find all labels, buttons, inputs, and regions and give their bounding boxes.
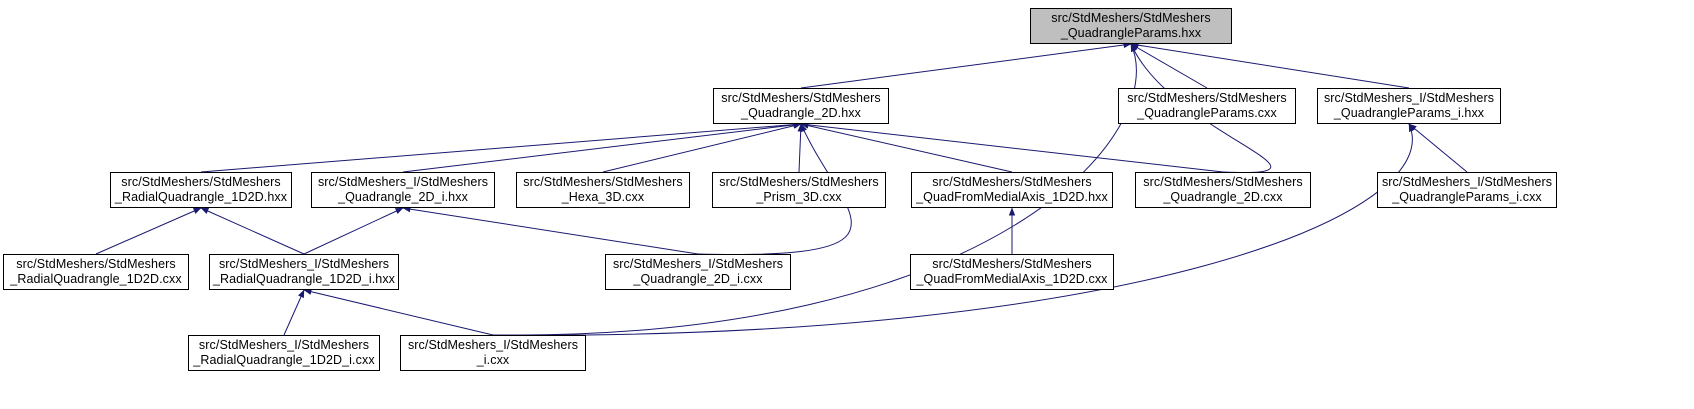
graph-edge: [303, 207, 404, 255]
graph-edge: [402, 205, 699, 255]
graph-edge: [95, 207, 202, 255]
graph-node[interactable]: src/StdMeshers_I/StdMeshers _QuadrangleP…: [1317, 88, 1501, 124]
graph-node[interactable]: src/StdMeshers/StdMeshers _QuadFromMedia…: [911, 172, 1113, 208]
graph-edge: [1130, 43, 1208, 89]
graph-edge: [1408, 123, 1468, 173]
graph-edge: [402, 121, 802, 173]
graph-node[interactable]: src/StdMeshers_I/StdMeshers _QuadrangleP…: [1377, 172, 1557, 208]
graph-node[interactable]: src/StdMeshers/StdMeshers _Quadrangle_2D…: [1135, 172, 1311, 208]
graph-node[interactable]: src/StdMeshers_I/StdMeshers _RadialQuadr…: [209, 254, 399, 290]
graph-edge: [1130, 42, 1410, 89]
graph-node[interactable]: src/StdMeshers_I/StdMeshers _Quadrangle_…: [311, 172, 495, 208]
graph-edge: [800, 122, 1013, 173]
graph-node[interactable]: src/StdMeshers_I/StdMeshers _RadialQuadr…: [188, 335, 380, 371]
graph-node[interactable]: src/StdMeshers/StdMeshers _Hexa_3D.cxx: [516, 172, 690, 208]
graph-edge: [283, 289, 305, 336]
graph-edge: [492, 123, 1415, 336]
graph-node[interactable]: src/StdMeshers/StdMeshers _QuadFromMedia…: [910, 254, 1114, 290]
graph-edge: [303, 288, 494, 336]
graph-node[interactable]: src/StdMeshers/StdMeshers _RadialQuadran…: [3, 254, 189, 290]
graph-edge: [800, 121, 1224, 173]
graph-edge: [697, 123, 852, 256]
graph-node[interactable]: src/StdMeshers_I/StdMeshers _Quadrangle_…: [605, 254, 791, 290]
graph-node[interactable]: src/StdMeshers/StdMeshers _QuadranglePar…: [1030, 8, 1232, 44]
graph-node[interactable]: src/StdMeshers/StdMeshers _Prism_3D.cxx: [712, 172, 886, 208]
graph-node[interactable]: src/StdMeshers_I/StdMeshers _i.cxx: [400, 335, 586, 371]
graph-edge: [200, 207, 305, 255]
graph-node[interactable]: src/StdMeshers/StdMeshers _QuadranglePar…: [1118, 88, 1296, 124]
graph-edge: [800, 41, 1132, 89]
graph-node[interactable]: src/StdMeshers/StdMeshers _Quadrangle_2D…: [713, 88, 889, 124]
graph-node[interactable]: src/StdMeshers/StdMeshers _RadialQuadran…: [110, 172, 292, 208]
graph-edge: [200, 121, 802, 173]
graph-edge: [602, 122, 802, 173]
graph-edge: [1130, 43, 1272, 174]
graph-edge: [797, 123, 804, 173]
